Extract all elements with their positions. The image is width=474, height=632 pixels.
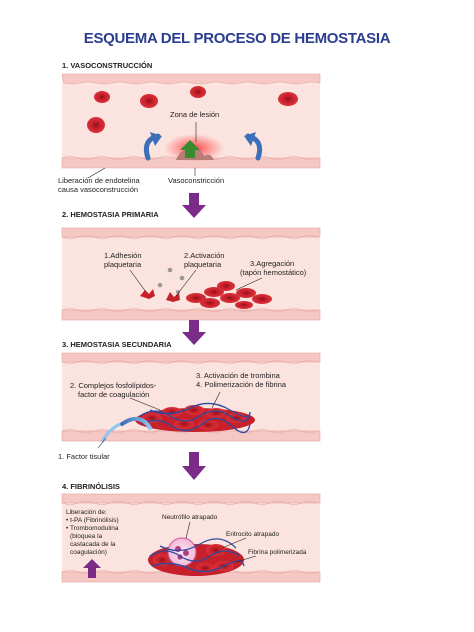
label-zona-lesion: Zona de lesión	[170, 110, 220, 119]
label-trombina: 3. Activación de trombina	[196, 371, 280, 380]
vessel-2	[61, 227, 321, 321]
label-eritrocito: Eritrocito atrapado	[226, 531, 280, 538]
label-tpa: • t-PA (Fibrinólisis)	[66, 517, 119, 524]
section-heading-hemostasia-primaria: 2. HEMOSTASIA PRIMARIA	[62, 210, 159, 219]
label-vasoconstriccion: Vasoconstricción	[168, 176, 225, 185]
label-polimerizacion-fibrina: 4. Polimerización de fibrina	[196, 380, 287, 389]
label-trombomodulina-2: (bloquea la	[70, 533, 103, 540]
vessel-1	[61, 73, 321, 179]
label-adhesion-2: plaquetaria	[104, 260, 142, 269]
label-activacion-2: plaquetaria	[184, 260, 222, 269]
label-liberacion: Liberación de:	[66, 509, 107, 516]
label-neutrofilo: Neutrófilo atrapado	[162, 514, 218, 521]
label-factor-tisular: 1. Factor tisular	[58, 452, 110, 461]
label-endotelina-1: Liberación de endotelina	[58, 176, 140, 185]
label-complejos-2: factor de coagulación	[78, 390, 150, 399]
label-trombomodulina-3: castacada de la	[70, 541, 116, 548]
down-arrow-2	[182, 320, 206, 345]
section-heading-fibrinolisis: 4. FIBRINÓLISIS	[62, 482, 120, 491]
label-complejos-1: 2. Complejos fosfolípidos-	[70, 381, 157, 390]
section-heading-vasoconstruccion: 1. VASOCONSTRUCCIÓN	[62, 61, 153, 70]
down-arrow-3	[182, 452, 206, 480]
label-trombomodulina-4: coagulación)	[70, 549, 107, 556]
label-fibrina-polimerizada: Fibrina polimerizada	[248, 549, 307, 556]
vessel-4	[61, 493, 321, 583]
vessel-wall-bottom	[61, 157, 321, 169]
label-activacion-1: 2.Activación	[184, 251, 225, 260]
vessel-3	[61, 352, 321, 449]
label-adhesion-1: 1.Adhesión	[104, 251, 142, 260]
down-arrow-1	[182, 193, 206, 218]
label-agregacion-1: 3.Agregación	[250, 259, 295, 268]
section-heading-hemostasia-secundaria: 3. HEMOSTASIA SECUNDARIA	[62, 340, 172, 349]
label-agregacion-2: (tapón hemostático)	[240, 268, 307, 277]
vessel-wall-top	[61, 73, 321, 85]
label-endotelina-2: causa vasoconstrucción	[58, 185, 139, 194]
page-title: ESQUEMA DEL PROCESO DE HEMOSTASIA	[83, 30, 391, 47]
label-trombomodulina-1: • Trombomodulina	[66, 525, 119, 532]
